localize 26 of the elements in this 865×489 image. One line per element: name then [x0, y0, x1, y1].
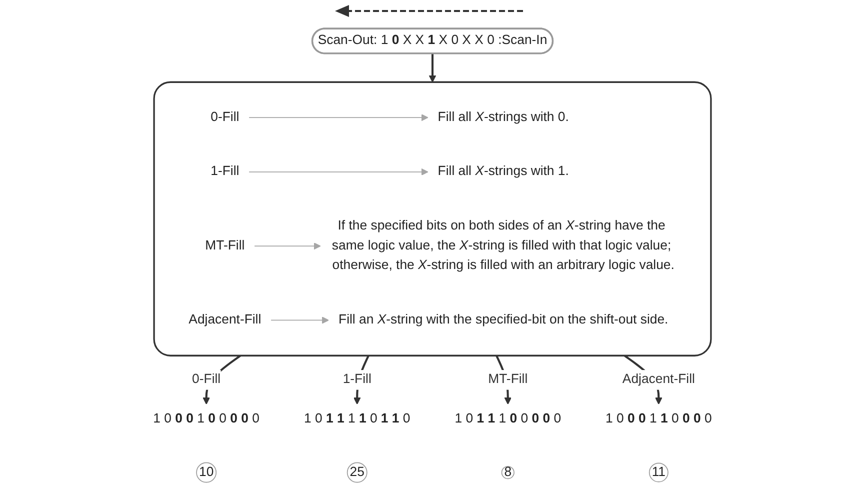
arrow [254, 242, 321, 250]
node-circle: 25 [346, 462, 368, 483]
edge-label: 1-Fill [342, 372, 372, 387]
arrow [248, 114, 428, 122]
node-text: 1 0 0 0 1 0 0 0 0 0 [153, 412, 260, 426]
arrow [248, 168, 428, 176]
edge-label: 0-Fill [192, 372, 221, 387]
node-text: 0-Fill [210, 110, 240, 124]
node-text: Fill an X-string with the specified-bit on the shift-out side. [338, 312, 668, 327]
node-text: If the specified bits on both sides of an X-string have the same logic value, the X-string is filled with that logic value; otherwise, the X-string is filled with an arbitrary logic value. [332, 218, 674, 272]
node-text: 1 0 1 1 1 0 0 0 0 0 [454, 412, 562, 426]
node-text: 1 0 1 1 1 1 0 1 1 0 [304, 412, 410, 426]
node-circle: 10 [196, 462, 217, 483]
node-text: 1 0 0 0 1 1 0 0 0 0 [606, 412, 712, 426]
node-text: 1-Fill [210, 164, 240, 179]
node-text: Adjacent-Fill [188, 312, 262, 327]
node-text: Fill all X-strings with 0. [438, 110, 569, 124]
arrow [428, 53, 436, 82]
arrow [270, 316, 329, 324]
node-text: MT-Fill [205, 238, 245, 253]
edge-label: MT-Fill [488, 372, 528, 387]
cluster [153, 81, 712, 356]
node-text: Fill all X-strings with 1. [438, 164, 569, 179]
edge-label: Adjacent-Fill [622, 372, 695, 387]
node-circle: 8 [501, 466, 514, 480]
node-circle: 11 [648, 462, 668, 482]
